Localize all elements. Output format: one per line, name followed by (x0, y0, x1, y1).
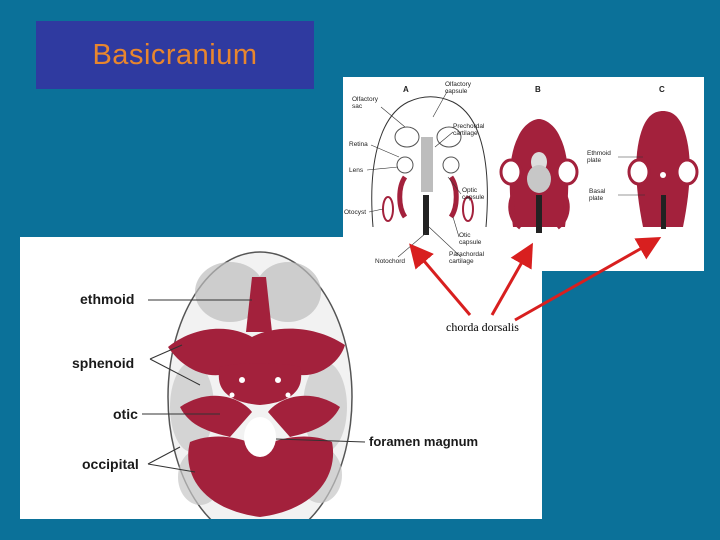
label-otocyst: Otocyst (344, 209, 367, 216)
label-olfactory-capsule: Olfactory capsule (445, 81, 472, 95)
label-prechordal-cartilage: Prechordal cartilage (453, 123, 485, 137)
label-occipital: occipital (82, 456, 139, 472)
annotation-chorda-dorsalis: chorda dorsalis (446, 320, 519, 334)
skull-diagram-panel: ethmoid sphenoid otic occipital foramen … (20, 237, 542, 519)
embryo-header-a: A (403, 85, 409, 94)
embryo-header-b: B (535, 85, 541, 94)
label-basal-plate: Basal plate (589, 188, 606, 202)
label-otic: otic (113, 406, 138, 422)
label-otic-capsule: Otic capsule (459, 232, 482, 246)
embryo-header-c: C (659, 85, 665, 94)
label-olfactory-sac: Olfactory sac (352, 96, 379, 110)
label-foramen-magnum: foramen magnum (369, 434, 479, 449)
label-ethmoid: ethmoid (80, 291, 135, 307)
label-sphenoid: sphenoid (72, 355, 135, 371)
page-title: Basicranium (92, 38, 258, 71)
label-parachordal-cartilage: Parachordal cartilage (449, 251, 485, 265)
embryo-illustration (366, 89, 699, 258)
skull-illustration (142, 251, 366, 519)
embryo-diagram-panel: A B C Olfactory sac Olfactory capsule Pr… (343, 77, 704, 271)
label-optic-capsule: Optic capsule (462, 187, 485, 201)
label-retina: Retina (349, 141, 368, 148)
label-ethmoid-plate: Ethmoid plate (587, 150, 611, 164)
label-lens: Lens (349, 167, 364, 174)
title-box: Basicranium (36, 21, 314, 89)
label-notochord: Notochord (375, 258, 405, 265)
